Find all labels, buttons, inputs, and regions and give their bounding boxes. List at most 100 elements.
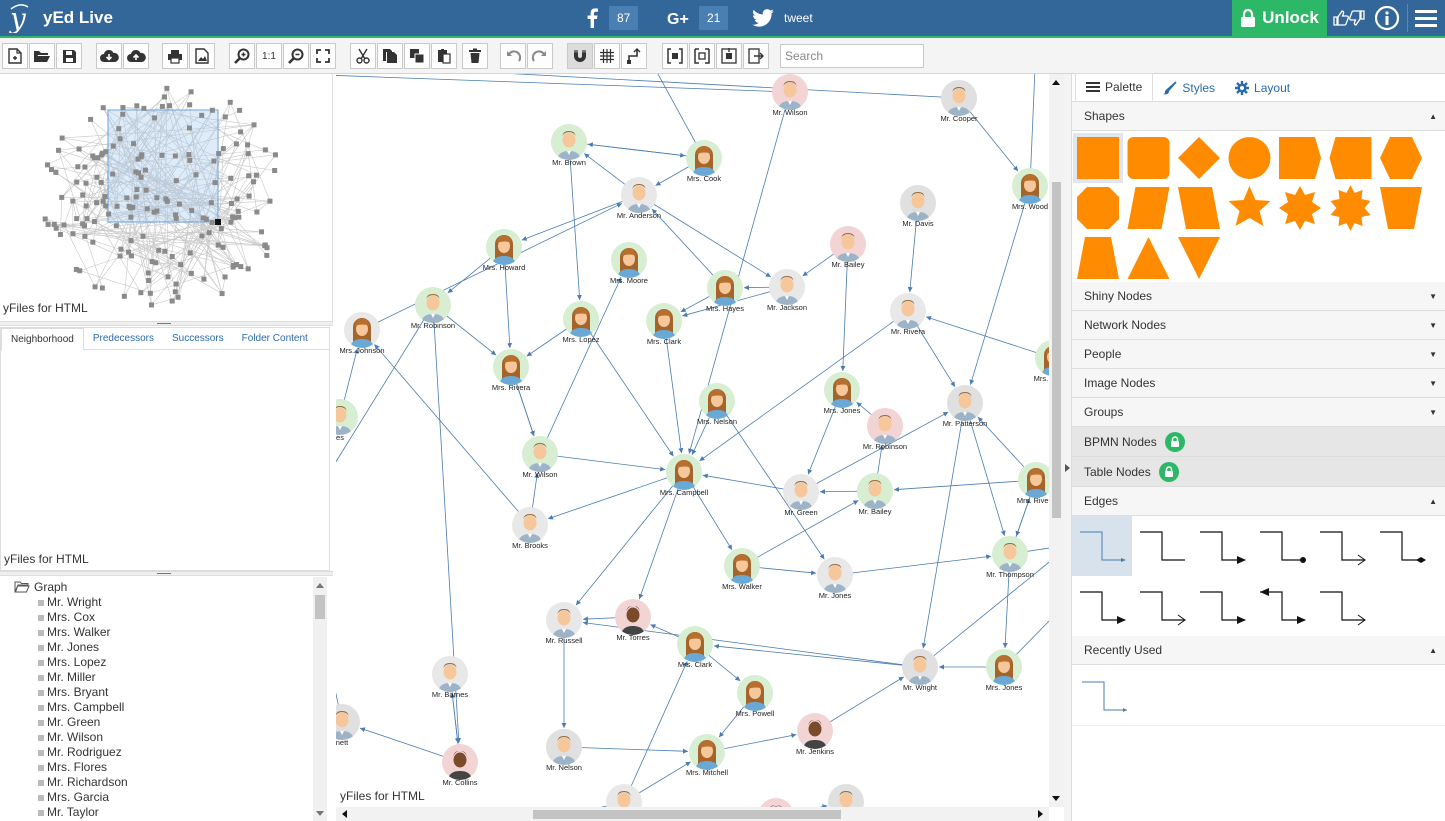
person-node[interactable]: es: [336, 399, 360, 451]
duplicate-button[interactable]: [404, 43, 430, 69]
ungroup-button[interactable]: [689, 43, 715, 69]
person-node[interactable]: Mr. Barnes: [430, 656, 470, 708]
palette-shape-item[interactable]: [1127, 187, 1170, 229]
tree-item[interactable]: Mrs. Flores: [38, 760, 128, 775]
scroll-down-arrow-icon[interactable]: [1052, 796, 1060, 802]
graph-edge[interactable]: [921, 402, 966, 649]
gplus-share[interactable]: G+ 21: [667, 6, 729, 30]
section-table-nodes[interactable]: Table Nodes: [1072, 457, 1445, 487]
graph-edge[interactable]: [716, 400, 825, 560]
undo-button[interactable]: [500, 43, 526, 69]
person-node[interactable]: Mr. Thompson: [986, 536, 1034, 588]
feedback-button[interactable]: [1331, 0, 1367, 36]
person-node[interactable]: Mr. Bailey: [604, 784, 644, 807]
canvas-vertical-scrollbar[interactable]: [1049, 74, 1064, 807]
tree-item[interactable]: Mrs. Bryant: [38, 685, 128, 700]
section-bpmn-nodes[interactable]: BPMN Nodes: [1072, 427, 1445, 457]
graph-edge[interactable]: [964, 402, 1006, 536]
palette-edge-item[interactable]: [1320, 591, 1366, 626]
group-button[interactable]: [662, 43, 688, 69]
facebook-icon[interactable]: [585, 8, 599, 28]
graph-edge[interactable]: [575, 471, 685, 606]
tweet-share[interactable]: tweet: [752, 6, 813, 30]
graph-edge[interactable]: [623, 661, 688, 803]
graph-edge[interactable]: [521, 194, 640, 241]
person-node[interactable]: Mr. Jackson: [767, 269, 807, 321]
person-node[interactable]: Mrs. Nelson: [697, 383, 737, 435]
person-node[interactable]: Mr. Robinson: [863, 408, 907, 460]
graph-edge[interactable]: [539, 453, 666, 472]
graph-edge[interactable]: [361, 202, 623, 331]
collapse-arrow-icon[interactable]: [1065, 464, 1070, 472]
tab-palette[interactable]: Palette: [1075, 73, 1154, 101]
tree-item[interactable]: Mrs. Garcia: [38, 790, 128, 805]
export-image-button[interactable]: [189, 43, 215, 69]
section-recently-used[interactable]: Recently Used ▲: [1072, 636, 1445, 665]
graph-edge[interactable]: [741, 499, 859, 567]
open-button[interactable]: [29, 43, 55, 69]
tree-item[interactable]: Mr. Taylor: [38, 805, 128, 820]
person-node[interactable]: Mr. Wright: [900, 649, 940, 701]
palette-edge-item[interactable]: [1140, 591, 1186, 626]
graph-edge[interactable]: [713, 643, 921, 668]
person-node[interactable]: Mrs. Jones: [984, 649, 1024, 701]
person-node[interactable]: Mrs. Campbell: [660, 454, 708, 506]
copy-button[interactable]: [377, 43, 403, 69]
overview-panel[interactable]: yFiles for HTML: [0, 74, 333, 322]
graph-edge[interactable]: [800, 411, 949, 493]
zoom-1to1-button[interactable]: 1:1: [256, 43, 282, 69]
person-node[interactable]: Mr. Collins: [440, 744, 480, 796]
tab-neighborhood[interactable]: Neighborhood: [1, 328, 84, 351]
graph-edge[interactable]: [638, 471, 685, 600]
person-node[interactable]: Mrs. Jones: [822, 372, 862, 424]
person-node[interactable]: Mr. Torres: [613, 599, 653, 651]
person-node[interactable]: Mr. Jenkins: [795, 713, 835, 765]
graph-edge[interactable]: [336, 554, 343, 723]
palette-edge-item[interactable]: [1380, 531, 1426, 563]
scroll-right-arrow-icon[interactable]: [1038, 810, 1044, 818]
graph-edge[interactable]: [969, 185, 1031, 385]
recent-edge-item[interactable]: [1072, 666, 1445, 726]
delete-button[interactable]: [462, 43, 488, 69]
palette-shape-item[interactable]: [1380, 137, 1422, 179]
scroll-left-arrow-icon[interactable]: [341, 810, 347, 818]
print-button[interactable]: [162, 43, 188, 69]
zoom-out-button[interactable]: [283, 43, 309, 69]
person-node[interactable]: Mr. Brown: [549, 124, 589, 176]
tree-item[interactable]: Mr. Wright: [38, 595, 128, 610]
section-network-nodes[interactable]: Network Nodes ▼: [1072, 311, 1445, 340]
tree-item[interactable]: Mrs. Walker: [38, 625, 128, 640]
snapping-toggle[interactable]: [567, 43, 593, 69]
person-node[interactable]: Mrs. Rivera: [491, 349, 531, 401]
palette-shape-item[interactable]: [1380, 187, 1422, 229]
person-node[interactable]: Mr. Rivera: [888, 293, 928, 345]
tree-root[interactable]: Graph: [14, 580, 67, 594]
person-node[interactable]: Mrs. Clark: [644, 303, 684, 355]
person-node[interactable]: Mrs. Hayes: [705, 270, 745, 322]
tab-successors[interactable]: Successors: [171, 333, 224, 344]
tab-layout[interactable]: Layout: [1225, 75, 1300, 101]
graph-edge[interactable]: [663, 320, 684, 454]
scroll-up-arrow-icon[interactable]: [1052, 79, 1060, 85]
cloud-upload-button[interactable]: [123, 43, 149, 69]
person-node[interactable]: Mr. Patterson: [943, 385, 987, 437]
tree-item[interactable]: Mrs. Cox: [38, 610, 128, 625]
save-button[interactable]: [56, 43, 82, 69]
person-node[interactable]: Mr. Nelson: [544, 729, 584, 781]
graph-edge[interactable]: [840, 243, 849, 372]
palette-edge-item[interactable]: [1260, 531, 1306, 563]
overview-splitter[interactable]: [0, 321, 333, 326]
person-node[interactable]: Mrs. Walker: [722, 548, 762, 600]
tree-item[interactable]: Mr. Wilson: [38, 730, 128, 745]
person-node[interactable]: Mrs. Moore: [609, 242, 649, 294]
graph-edge[interactable]: [539, 277, 622, 455]
palette-shape-item[interactable]: [1279, 186, 1321, 230]
menu-button[interactable]: [1412, 0, 1440, 36]
palette-edge-item[interactable]: [1080, 591, 1126, 624]
tree-item[interactable]: Mrs. Lopez: [38, 655, 128, 670]
person-node[interactable]: Mr. Anderson: [617, 177, 661, 229]
palette-edge-item[interactable]: [1260, 588, 1306, 624]
palette-edge-item[interactable]: [1140, 531, 1185, 561]
graph-edge[interactable]: [563, 746, 689, 754]
person-node[interactable]: Mr. Green: [781, 474, 821, 526]
